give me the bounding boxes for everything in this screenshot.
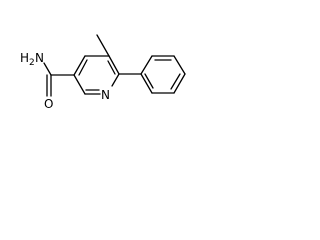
bond-ph6-ph1 <box>140 73 153 94</box>
bond-c2-c3 <box>73 74 86 95</box>
amide-n-label: N <box>35 51 44 65</box>
methyl-bond <box>96 34 110 57</box>
bond-c3-c4 <box>73 55 86 76</box>
bond-ph4-ph5-inner <box>170 73 181 90</box>
bond-c3-c4-inner <box>78 59 88 76</box>
bond-ph4-ph5 <box>173 73 186 94</box>
bond-c5-c6-inner <box>107 60 116 75</box>
bond-carbonyl-n <box>43 62 52 76</box>
ring-nitrogen-label: N <box>101 88 110 102</box>
bond-ph1-ph2 <box>140 55 153 75</box>
amide-nitrogen-label: H 2 N <box>20 51 44 68</box>
bond-ph6-ph1-inner <box>144 73 154 89</box>
bond-ph3-ph4 <box>173 55 186 75</box>
bond-c6-n1 <box>111 73 120 87</box>
carboxamide-group <box>43 62 75 97</box>
amide-h-count-label: 2 <box>29 58 35 68</box>
chemical-structure-diagram: N H 2 N O <box>20 34 186 111</box>
phenyl-ring <box>118 55 186 94</box>
pyridine-ring <box>73 55 120 95</box>
carbonyl-oxygen-label: O <box>44 97 53 111</box>
bond-c5-c6 <box>108 55 120 75</box>
amide-h-label: H <box>20 51 29 65</box>
